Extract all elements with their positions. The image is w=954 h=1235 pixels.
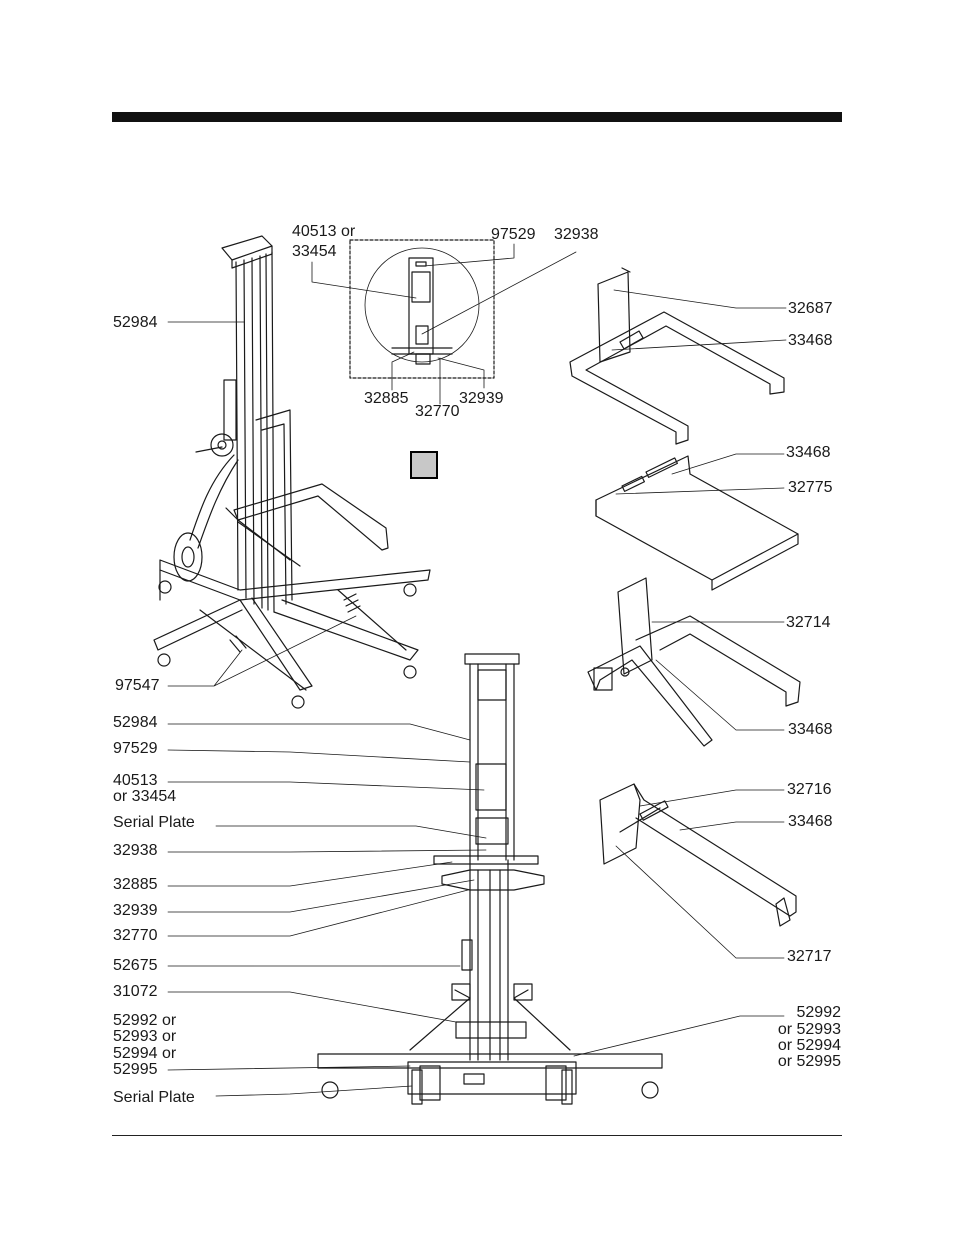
- part-label-32885-bottom: 32885: [113, 876, 158, 893]
- detail-inset-drawing: [349, 239, 495, 379]
- part-label-or-33454-bottom: or 33454: [113, 788, 177, 805]
- load-fork-attachment-drawing: [587, 577, 801, 747]
- part-label-31072: 31072: [113, 983, 158, 1000]
- part-label-52992-right: 52992: [796, 1004, 842, 1021]
- footer-rule: [112, 1135, 842, 1136]
- lift-front-view-drawing: [317, 653, 663, 1105]
- part-label-32716: 32716: [787, 781, 832, 798]
- platform-attachment-drawing: [595, 455, 799, 591]
- part-label-52984-top: 52984: [113, 314, 158, 331]
- part-label-52992-or-left: 52992 or: [113, 1012, 177, 1029]
- part-label-32770-bottom: 32770: [113, 927, 158, 944]
- part-label-33468-b: 33468: [786, 444, 831, 461]
- part-label-40513-or: 40513 or: [292, 223, 356, 240]
- part-label-33468-c: 33468: [788, 721, 833, 738]
- part-label-33468-a: 33468: [788, 332, 833, 349]
- part-label-32770-top: 32770: [415, 403, 460, 420]
- leader-lines: [167, 243, 787, 1097]
- part-label-or-52993-right: or 52993: [777, 1021, 841, 1038]
- part-label-or-52995-right: or 52995: [777, 1053, 841, 1070]
- lift-perspective-drawing: [153, 235, 431, 709]
- part-label-32938-bottom: 32938: [113, 842, 158, 859]
- boom-attachment-drawing: [599, 783, 797, 927]
- header-rule: [112, 112, 842, 122]
- part-label-52994-or-left: 52994 or: [113, 1045, 177, 1062]
- part-label-32687: 32687: [788, 300, 833, 317]
- part-label-52993-or-left: 52993 or: [113, 1028, 177, 1045]
- part-label-serial-plate-lower: Serial Plate: [113, 1089, 195, 1106]
- part-label-97529-bottom: 97529: [113, 740, 158, 757]
- part-label-52984-bottom: 52984: [113, 714, 158, 731]
- callout-marker-square: [410, 451, 438, 479]
- part-label-32775: 32775: [788, 479, 833, 496]
- part-label-32885-top: 32885: [364, 390, 409, 407]
- part-label-40513-bottom: 40513: [113, 772, 158, 789]
- part-label-32938-top: 32938: [554, 226, 599, 243]
- part-label-32939-bottom: 32939: [113, 902, 158, 919]
- part-label-52675: 52675: [113, 957, 158, 974]
- part-label-33468-d: 33468: [788, 813, 833, 830]
- part-label-32939-top: 32939: [459, 390, 504, 407]
- part-label-97547: 97547: [115, 677, 160, 694]
- part-label-32717: 32717: [787, 948, 832, 965]
- fork-attachment-drawing: [569, 267, 785, 445]
- part-label-33454-top: 33454: [292, 243, 337, 260]
- part-label-serial-plate-upper: Serial Plate: [113, 814, 195, 831]
- part-label-32714: 32714: [786, 614, 831, 631]
- part-label-97529-top: 97529: [491, 226, 536, 243]
- part-label-or-52994-right: or 52994: [777, 1037, 841, 1054]
- part-label-52995-left: 52995: [113, 1061, 158, 1078]
